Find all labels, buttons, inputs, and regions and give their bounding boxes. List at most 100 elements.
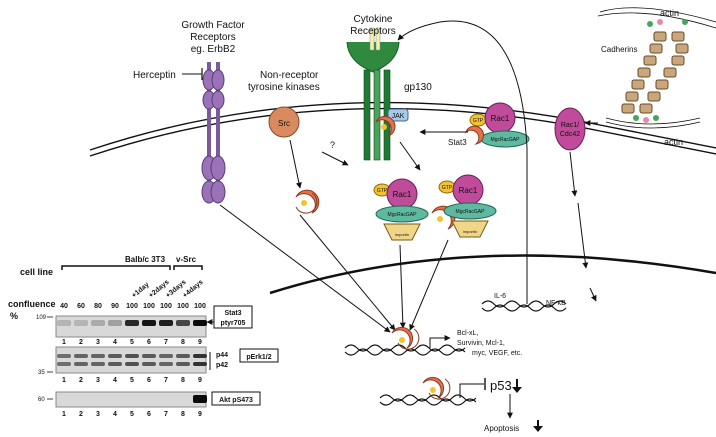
gap-label-2: MgcRacGAP <box>388 212 418 218</box>
marker-60: 60 <box>38 397 45 403</box>
lane-number: 1 <box>62 339 66 346</box>
lane-number: 6 <box>147 377 151 384</box>
blot-band <box>193 362 207 366</box>
confluence-value: 100 <box>126 303 138 310</box>
apoptosis-label: Apoptosis <box>484 424 519 433</box>
jak-kinase: JAK <box>387 108 409 122</box>
lane-number: 2 <box>79 411 83 418</box>
lane-number: 5 <box>130 411 134 418</box>
confluence-value: 90 <box>111 303 119 310</box>
src-label: Src <box>278 119 290 128</box>
lane-number: 4 <box>113 411 117 418</box>
akt-bands <box>193 395 207 403</box>
targets-label-2: Survivin, Mcl-1, <box>457 340 505 347</box>
lane-number: 2 <box>79 339 83 346</box>
rac1-label-3: Rac1 <box>459 186 478 195</box>
blot-band <box>193 395 207 403</box>
p53-label: p53 <box>490 378 512 393</box>
rac1-cdc42: Rac1/ Cdc42 <box>554 107 586 151</box>
blot-band <box>176 320 190 326</box>
actin-bottom-label: actin <box>664 137 683 147</box>
confluence-value: 100 <box>160 303 172 310</box>
lane-number: 1 <box>62 411 66 418</box>
blot-band <box>125 320 139 326</box>
blot-band <box>125 354 139 358</box>
lane-number: 5 <box>130 377 134 384</box>
targets-label-1: Bcl-xL, <box>457 330 478 337</box>
cytokine-label-1: Cytokine <box>354 14 393 25</box>
gtp-label-2: GTP <box>377 188 388 194</box>
cadherins-label: Cadherins <box>601 45 637 54</box>
akt-label-box <box>211 391 261 406</box>
marker-109: 109 <box>36 315 47 321</box>
blot-band <box>74 320 88 326</box>
rac1-gap-importin-complex-left: GTP Rac1 MgcRacGAP importin <box>373 178 429 241</box>
perk-blot-label: pErk1/2 <box>246 354 271 361</box>
p53-down-arrow-icon <box>512 379 522 393</box>
blot-band <box>193 320 207 326</box>
blot-band <box>176 354 190 358</box>
gtp-label-1: GTP <box>473 118 484 124</box>
confluence-value: 100 <box>194 303 206 310</box>
gap-label-3: MgcRacGAP <box>456 209 486 215</box>
lane-number: 1 <box>62 377 66 384</box>
dna-stat3-targets <box>344 326 466 356</box>
blot-band <box>142 320 156 326</box>
nuclear-envelope <box>269 254 716 295</box>
blot-panel-stat3 <box>55 315 207 338</box>
blot-band <box>193 354 207 358</box>
blot-band <box>176 362 190 366</box>
gtp-label-3: GTP <box>442 185 453 191</box>
lane-number: 2 <box>79 377 83 384</box>
blot-band <box>108 354 122 358</box>
lane-number: 3 <box>96 411 100 418</box>
blot-band <box>159 320 173 326</box>
blot-panel-perk <box>55 346 207 374</box>
gf-receptor-label-2: Receptors <box>190 32 236 43</box>
stat3-dimer-src <box>295 189 320 214</box>
confluence-value: 100 <box>177 303 189 310</box>
lane-number: 9 <box>198 411 202 418</box>
blot-band <box>74 362 88 366</box>
blot-band <box>91 320 105 326</box>
blot-band <box>91 362 105 366</box>
gp130-label: gp130 <box>404 82 432 93</box>
lane-number: 8 <box>181 411 185 418</box>
stat3-label: Stat3 <box>448 138 467 147</box>
lane-number: 3 <box>96 339 100 346</box>
blot-band <box>91 354 105 358</box>
day-label: +1day <box>131 281 151 299</box>
cadherin-chain <box>621 19 689 123</box>
plasma-membrane <box>89 101 716 157</box>
day-labels: +1day+2days+3days+4days <box>131 279 205 300</box>
question-mark: ? <box>330 140 335 150</box>
blot-band <box>57 320 71 326</box>
il6-label: IL-6 <box>494 293 506 300</box>
cytokine-label-2: Receptors <box>350 26 396 37</box>
nonreceptor-label-2: tyrosine kinases <box>248 82 320 93</box>
importin-label-1: importin <box>395 232 409 237</box>
blot-band <box>108 362 122 366</box>
confluence-percent-label: % <box>10 311 18 321</box>
lane-number: 7 <box>164 411 168 418</box>
jak-label: JAK <box>392 113 405 120</box>
actin-filament-bottom <box>605 117 701 129</box>
importin-label-2: importin <box>463 229 477 234</box>
confluence-label: confluence <box>8 299 56 309</box>
dna-p53-repression <box>379 376 513 419</box>
stat3-label-box <box>213 305 253 329</box>
blot-band <box>159 354 173 358</box>
blot-band <box>74 354 88 358</box>
balb-label: Balb/c 3T3 <box>125 255 166 264</box>
growth-factor-receptor <box>201 62 226 204</box>
confluence-value: 60 <box>77 303 85 310</box>
ptyr705-label: ptyr705 <box>221 320 246 327</box>
confluence-value: 80 <box>94 303 102 310</box>
lane-number: 4 <box>113 339 117 346</box>
dna-il6-nfkb <box>481 300 567 312</box>
cytokine-receptor <box>346 27 400 161</box>
blot-band <box>159 362 173 366</box>
